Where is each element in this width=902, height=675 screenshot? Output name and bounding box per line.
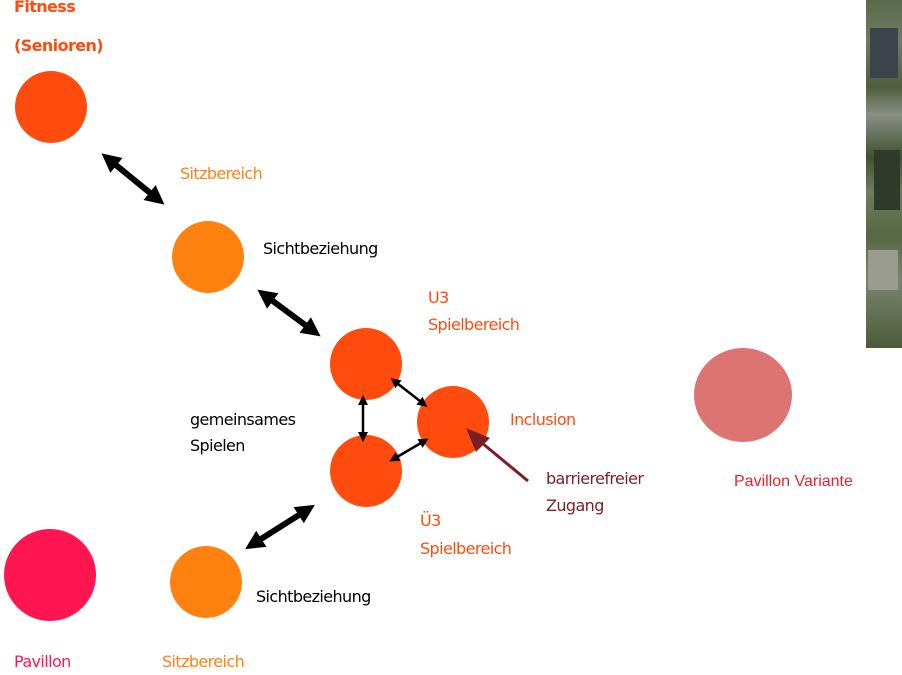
label-ue3: Ü3: [420, 511, 441, 530]
label-barrierefreier: barrierefreier: [546, 469, 644, 488]
label-fitness: Fitness: [14, 0, 76, 16]
pavillon-circle: [4, 529, 96, 621]
label-sitzbereich-bottom: Sitzbereich: [162, 652, 245, 671]
label-zugang: Zugang: [546, 496, 604, 515]
label-gemeinsames: gemeinsames: [190, 410, 296, 429]
u3-circle: [330, 328, 402, 400]
access-arrow-head: [466, 428, 490, 452]
ue3-circle: [330, 435, 402, 507]
arrow-u3-inclusion: [390, 378, 428, 407]
label-ue3-spielbereich: Spielbereich: [420, 539, 512, 558]
arrow-ue3-sitzbereich: [245, 504, 315, 550]
fitness-circle: [15, 71, 87, 143]
label-pavillon-variante: Pavillon Variante: [734, 473, 853, 490]
sitzbereich-top-circle: [172, 221, 244, 293]
label-spielen: Spielen: [190, 436, 245, 455]
arrow-sitzbereich-u3: [257, 289, 321, 337]
aerial-photo: [866, 0, 902, 348]
arrow-ue3-inclusion: [389, 438, 429, 462]
label-sichtbeziehung-top: Sichtbeziehung: [263, 239, 378, 258]
label-sichtbeziehung-bottom: Sichtbeziehung: [256, 587, 371, 606]
label-inclusion: Inclusion: [510, 410, 576, 429]
label-pavillon: Pavillon: [14, 652, 71, 671]
label-u3: U3: [428, 288, 449, 307]
arrow-fitness-sitzbereich: [101, 153, 165, 205]
label-senioren: (Senioren): [14, 36, 104, 55]
sitzbereich-bottom-circle: [170, 546, 242, 618]
label-sitzbereich-top: Sitzbereich: [180, 164, 263, 183]
pavillon-variante-circle: [694, 348, 792, 442]
label-u3-spielbereich: Spielbereich: [428, 315, 520, 334]
